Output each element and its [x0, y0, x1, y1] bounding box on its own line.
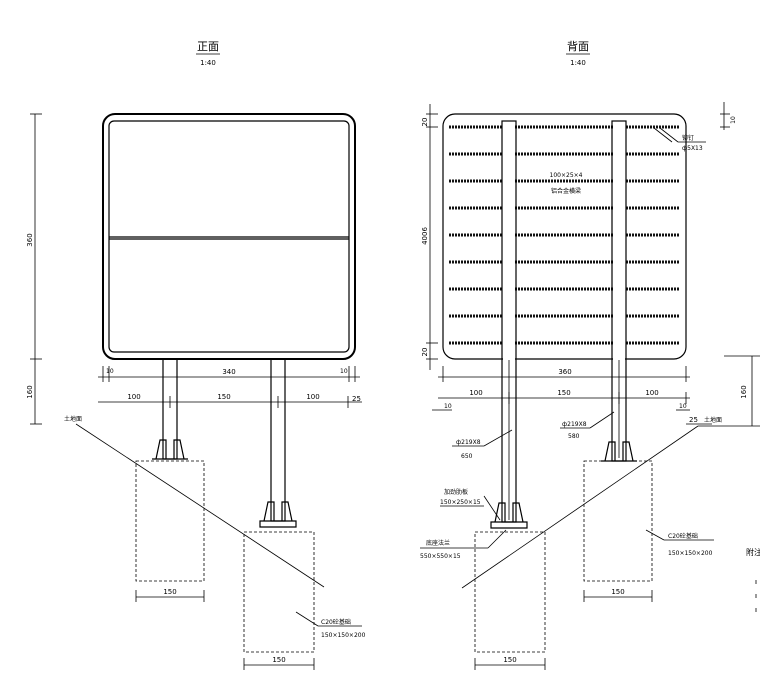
front-fdn-size: 150×150×200 — [321, 632, 366, 639]
back-dim-small-right: 10 — [679, 403, 687, 410]
front-fdn-label: C20砼基础 — [321, 618, 351, 626]
back-rivet-label: 铆钉 — [682, 134, 694, 142]
front-base-right — [259, 501, 297, 528]
back-foundation-right — [583, 460, 653, 582]
back-rivet-size: ф5X13 — [682, 145, 703, 152]
front-fdn-right-width: 150 — [272, 656, 285, 664]
front-dim-edge-left: 10 — [106, 368, 114, 375]
back-panel — [442, 113, 687, 360]
back-ground-line — [461, 425, 699, 589]
front-dim-edge-right: 10 — [340, 368, 348, 375]
back-dim-seg-right: 100 — [645, 389, 658, 397]
back-pole-left-label: ф219X8 — [456, 439, 481, 446]
front-dim-seg-right: 100 — [306, 393, 319, 401]
back-dim-right-small: 25 — [689, 416, 698, 424]
front-dim-seg-mid: 150 — [217, 393, 230, 401]
back-fdn-left-width: 150 — [503, 656, 516, 664]
back-fdn-right-width: 150 — [611, 588, 624, 596]
front-dim-height-bottom: 160 — [26, 385, 34, 398]
back-dim-seg-left: 100 — [469, 389, 482, 397]
front-dim-seg-left: 100 — [127, 393, 140, 401]
front-title: 正面 — [197, 40, 219, 53]
back-note-partial: 附注 — [746, 547, 760, 557]
front-foundation-left — [135, 460, 205, 582]
front-foundation-right — [243, 531, 315, 653]
back-stiffener-size: 150×250×15 — [440, 499, 481, 506]
back-dim-right-height: 160 — [740, 385, 748, 398]
back-dim-bottom-small: 20 — [421, 348, 429, 357]
back-dim-top-small: 20 — [421, 118, 429, 127]
front-post-left — [162, 358, 178, 460]
back-baseplate-size: 550×550×15 — [420, 553, 461, 560]
back-stiffener-label: 加劲肋板 — [444, 488, 468, 496]
front-base-left — [152, 439, 188, 460]
back-base-left — [490, 502, 528, 529]
back-pole-left-len: 650 — [461, 453, 473, 460]
back-beam-material: 铝合金横梁 — [551, 187, 581, 195]
back-pole-right-len: 580 — [568, 433, 580, 440]
back-dim-seg-mid: 150 — [557, 389, 570, 397]
front-dim-width: 340 — [222, 368, 235, 376]
back-beams — [449, 125, 680, 345]
back-title: 背面 — [567, 39, 589, 53]
back-scale: 1:40 — [570, 59, 586, 67]
back-beam-label: 100×25×4 — [550, 172, 583, 179]
front-scale: 1:40 — [200, 59, 216, 67]
front-dim-right-small: 25 — [352, 395, 361, 403]
back-view: 背面 1:40 土地面 — [420, 39, 760, 670]
back-fdn-label: C20砼基础 — [668, 532, 698, 540]
back-baseplate-label: 底座法兰 — [426, 539, 450, 547]
back-dim-small-left: 10 — [444, 403, 452, 410]
back-dim-top-right-small: 10 — [730, 116, 737, 124]
back-ground-label: 土地面 — [704, 416, 722, 424]
front-ground-line — [75, 423, 325, 588]
back-dim-height: 4006 — [421, 227, 429, 245]
back-foundation-left — [474, 531, 546, 653]
front-post-right — [270, 358, 286, 522]
front-panel-outer — [102, 113, 356, 360]
front-ground-label: 土地面 — [64, 415, 82, 423]
back-dim-width: 360 — [558, 368, 571, 376]
front-dim-height-top: 360 — [26, 233, 34, 246]
back-fdn-size: 150×150×200 — [668, 550, 713, 557]
front-fdn-left-width: 150 — [163, 588, 176, 596]
back-pole-right-label: ф219X8 — [562, 421, 587, 428]
front-view: 正面 1:40 土地面 360 160 10 340 — [26, 40, 366, 670]
